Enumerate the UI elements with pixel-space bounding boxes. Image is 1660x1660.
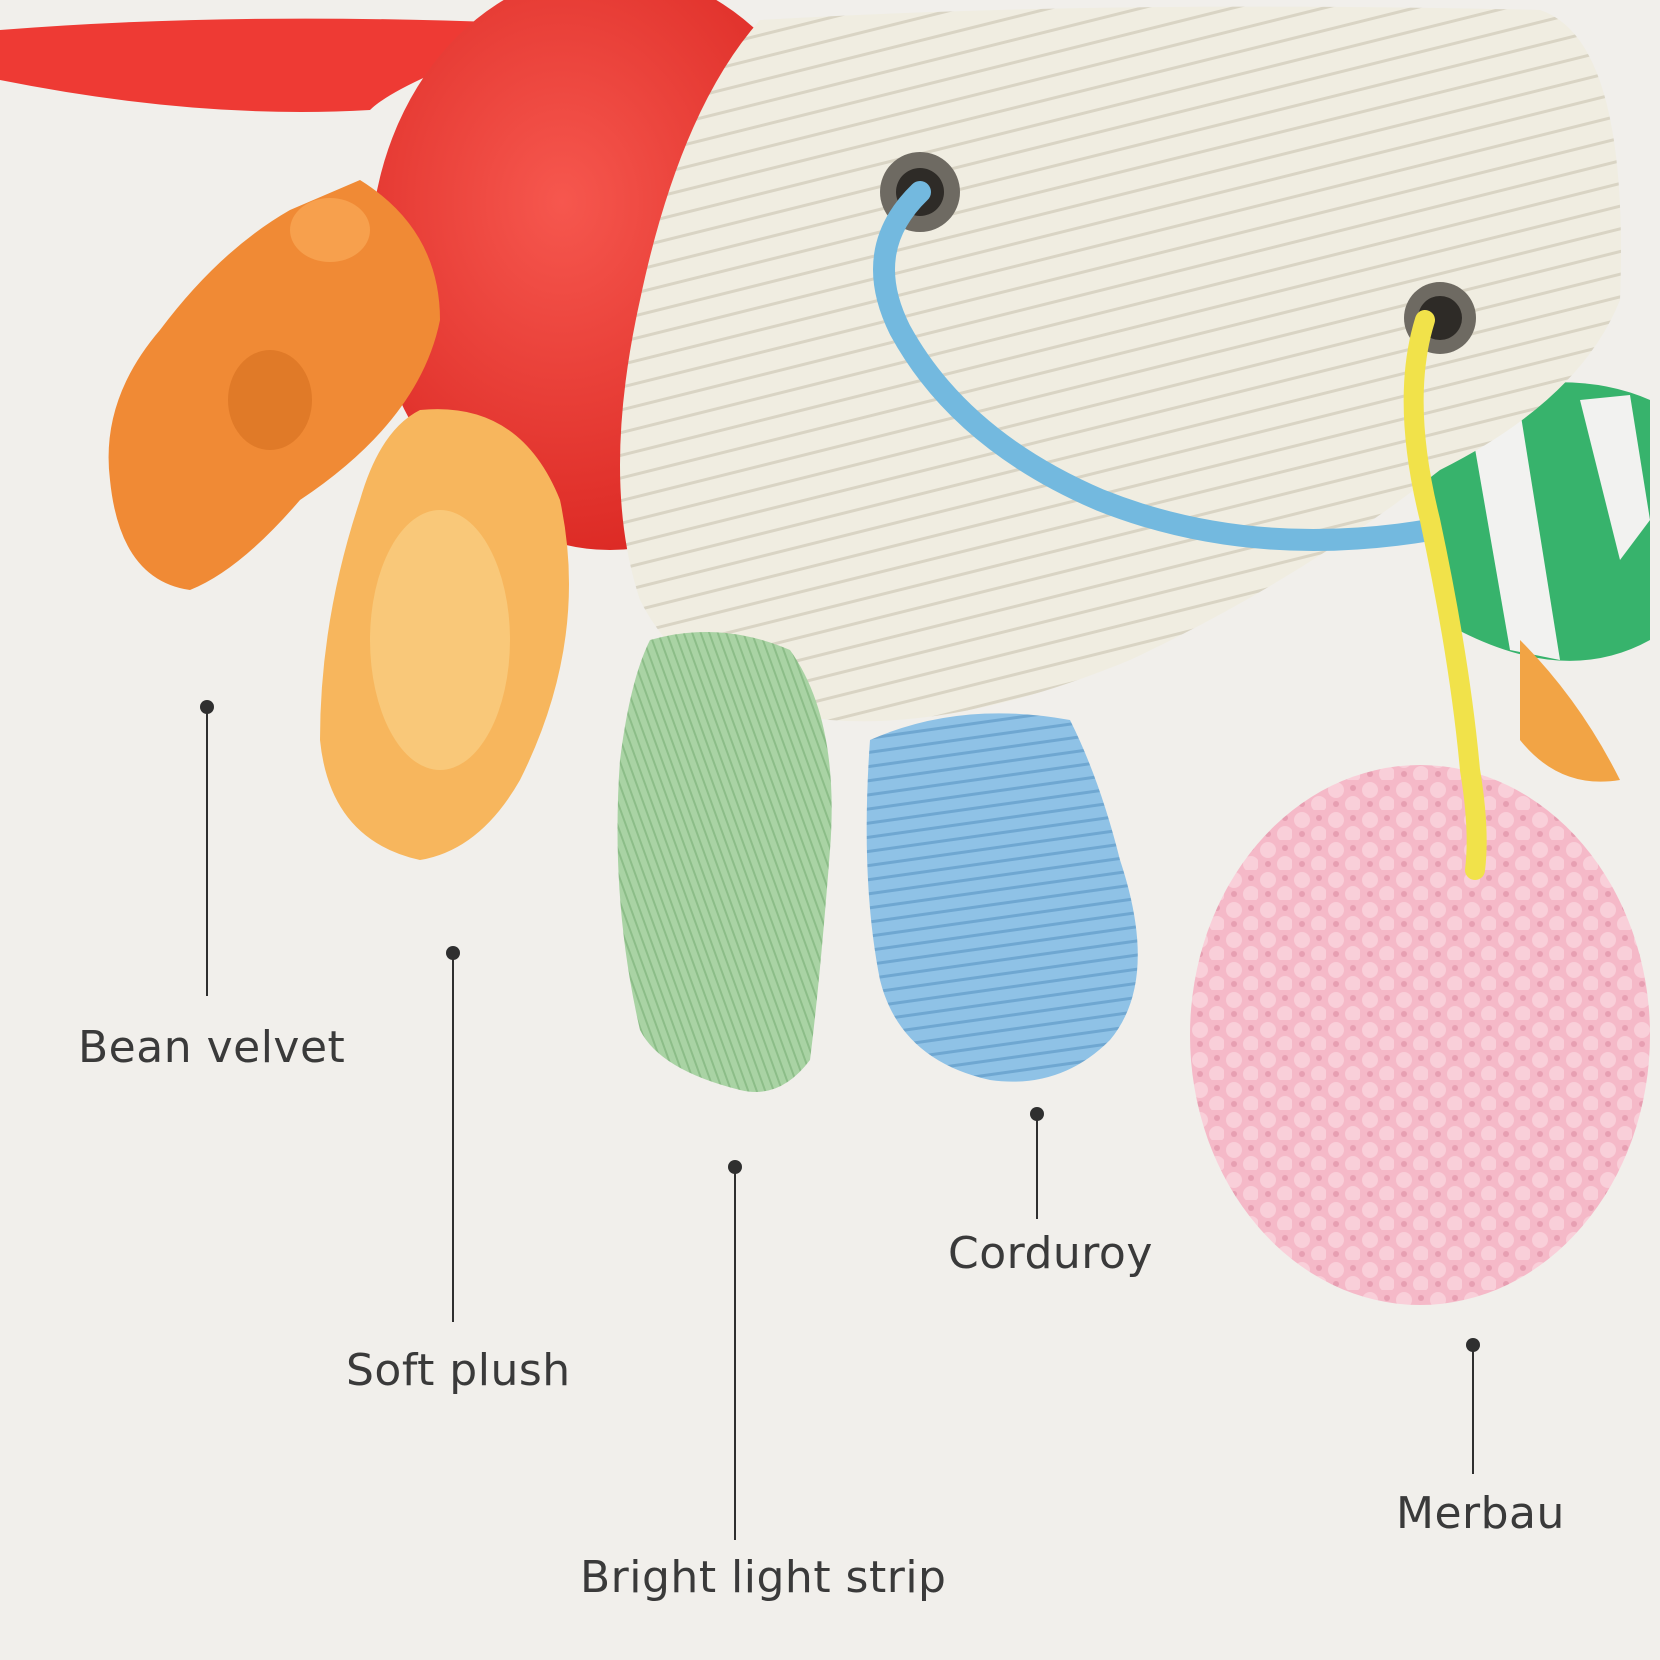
leader-line (452, 958, 454, 1322)
callout-dot (1030, 1107, 1044, 1121)
red-body-top (0, 18, 560, 113)
pink-ball (1190, 765, 1650, 1305)
label-merbau: Merbau (1396, 1488, 1565, 1539)
green-ribbon (617, 632, 832, 1092)
yellow-cord (1403, 310, 1487, 880)
label-soft-plush: Soft plush (346, 1345, 571, 1396)
leader-line (1036, 1119, 1038, 1219)
leader-line (206, 712, 208, 996)
label-bean-velvet: Bean velvet (78, 1022, 346, 1073)
blue-leg (866, 713, 1138, 1082)
leader-line (734, 1172, 736, 1540)
label-corduroy: Corduroy (948, 1228, 1153, 1279)
leader-line (1472, 1350, 1474, 1474)
label-bright-light-strip: Bright light strip (580, 1552, 947, 1603)
callout-dot (728, 1160, 742, 1174)
corduroy-body (620, 6, 1621, 722)
callout-dot (1466, 1338, 1480, 1352)
callout-dot (200, 700, 214, 714)
blue-cord (873, 181, 1441, 551)
callout-dot (446, 946, 460, 960)
